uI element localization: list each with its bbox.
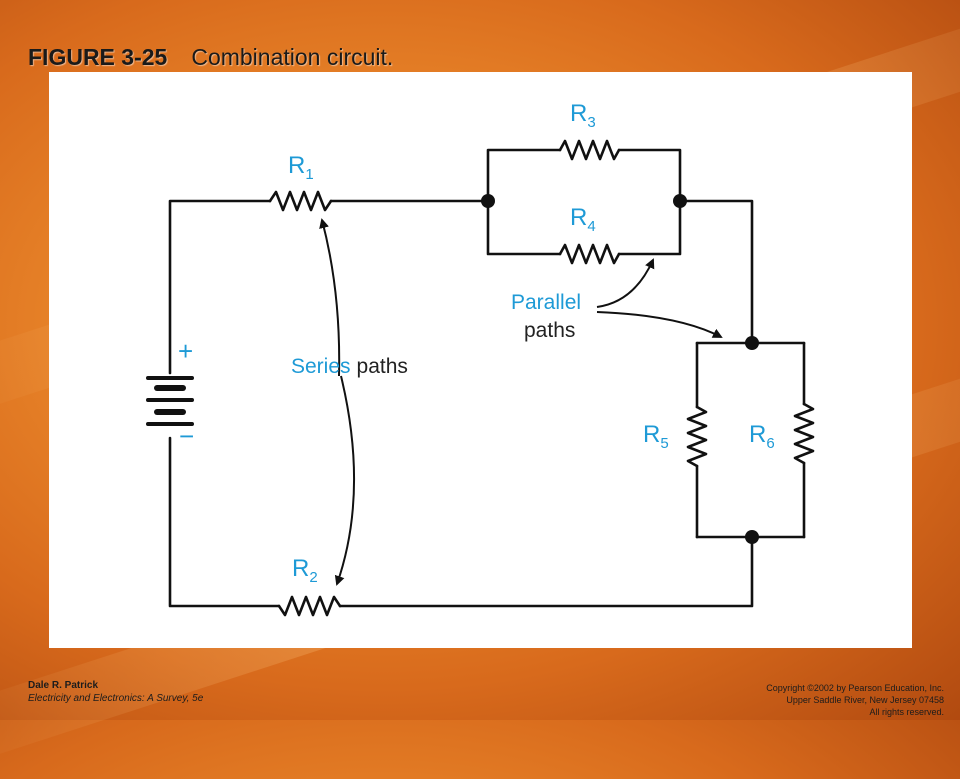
series-arrow-down bbox=[334, 375, 356, 586]
parallel-paths-label: paths bbox=[524, 319, 575, 342]
r2-label: R2 bbox=[292, 555, 318, 586]
wire-top-left bbox=[168, 199, 272, 375]
junction-dot bbox=[745, 530, 759, 544]
r5-label: R5 bbox=[643, 421, 669, 452]
rights-line: All rights reserved. bbox=[869, 707, 944, 717]
wire-r3-branch bbox=[486, 148, 562, 203]
junction-dot bbox=[673, 194, 687, 208]
wire-return-right bbox=[338, 535, 754, 608]
resistor-r5 bbox=[686, 405, 708, 468]
plus-sign: + bbox=[178, 336, 193, 366]
slide-title: FIGURE 3-25 Combination circuit. bbox=[28, 44, 393, 71]
author-name: Dale R. Patrick bbox=[28, 680, 99, 691]
resistor-r4 bbox=[558, 243, 621, 265]
parallel-arrow-r4 bbox=[596, 258, 655, 308]
footer-copyright-block: Copyright ©2002 by Pearson Education, In… bbox=[766, 682, 944, 718]
r3-label: R3 bbox=[570, 100, 596, 131]
wire-to-r5r6 bbox=[678, 199, 754, 345]
wire-r3-right bbox=[617, 148, 682, 203]
address-line: Upper Saddle River, New Jersey 07458 bbox=[786, 695, 944, 705]
r6-label: R6 bbox=[749, 421, 775, 452]
figure-caption: Combination circuit. bbox=[191, 44, 394, 70]
wire-r4-right bbox=[617, 199, 682, 256]
r1-label: R1 bbox=[288, 152, 314, 183]
resistor-r2 bbox=[277, 595, 342, 617]
wire-return-left bbox=[168, 436, 281, 608]
resistor-r6 bbox=[793, 402, 815, 465]
resistor-r3 bbox=[558, 139, 621, 161]
r4-label: R4 bbox=[570, 204, 596, 235]
wire-r4-branch bbox=[486, 199, 562, 256]
junction-dot bbox=[745, 336, 759, 350]
junction-dot bbox=[481, 194, 495, 208]
minus-sign: − bbox=[179, 421, 194, 451]
parallel-arrow-r5r6 bbox=[596, 311, 723, 338]
battery bbox=[146, 376, 194, 426]
parallel-label: Parallel bbox=[511, 291, 581, 314]
book-title: Electricity and Electronics: A Survey, 5… bbox=[28, 693, 204, 704]
series-arrow-up bbox=[319, 218, 341, 377]
copyright-line: Copyright ©2002 by Pearson Education, In… bbox=[766, 683, 944, 693]
figure-number: FIGURE 3-25 bbox=[28, 44, 168, 70]
footer-author-block: Dale R. Patrick Electricity and Electron… bbox=[28, 679, 203, 705]
resistor-r1 bbox=[268, 190, 333, 212]
